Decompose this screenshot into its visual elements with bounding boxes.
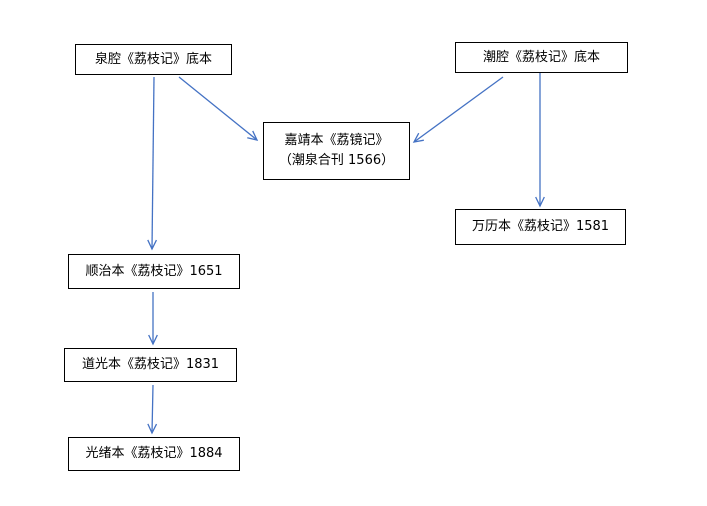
node-daoguang-edition: 道光本《荔枝记》1831 bbox=[64, 348, 237, 382]
edge-line bbox=[178, 76, 258, 141]
node-chaoqiang-base-text: 潮腔《荔枝记》底本 bbox=[455, 42, 628, 73]
arrowhead bbox=[148, 334, 158, 346]
node-jiajing-edition: 嘉靖本《荔镜记》 （潮泉合刊 1566） bbox=[263, 122, 410, 180]
node-line: 泉腔《荔枝记》底本 bbox=[94, 51, 212, 67]
node-shunzhi-edition: 顺治本《荔枝记》1651 bbox=[68, 254, 240, 289]
node-line: 光绪本《荔枝记》1884 bbox=[85, 446, 223, 461]
node-line: 道光本《荔枝记》1831 bbox=[81, 357, 220, 372]
node-line-subtitle: （潮泉合刊 1566） bbox=[278, 153, 395, 168]
arrowhead bbox=[147, 423, 158, 435]
node-wanli-edition: 万历本《荔枝记》1581 bbox=[455, 209, 626, 245]
edge-line bbox=[151, 76, 155, 250]
edge-line bbox=[413, 76, 504, 143]
node-line: 顺治本《荔枝记》1651 bbox=[85, 263, 223, 279]
node-guangxu-edition: 光绪本《荔枝记》1884 bbox=[68, 437, 240, 471]
arrowhead bbox=[535, 196, 545, 208]
edge-line bbox=[151, 384, 154, 434]
node-line: 潮腔《荔枝记》底本 bbox=[482, 49, 600, 65]
node-line: 万历本《荔枝记》1581 bbox=[471, 219, 610, 234]
node-line: 嘉靖本《荔镜记》 bbox=[284, 133, 389, 148]
edges-layer bbox=[147, 73, 545, 435]
arrowhead bbox=[147, 239, 158, 251]
node-quanqiang-base-text: 泉腔《荔枝记》底本 bbox=[75, 44, 232, 75]
arrowhead bbox=[247, 130, 259, 141]
arrowhead bbox=[412, 132, 424, 143]
